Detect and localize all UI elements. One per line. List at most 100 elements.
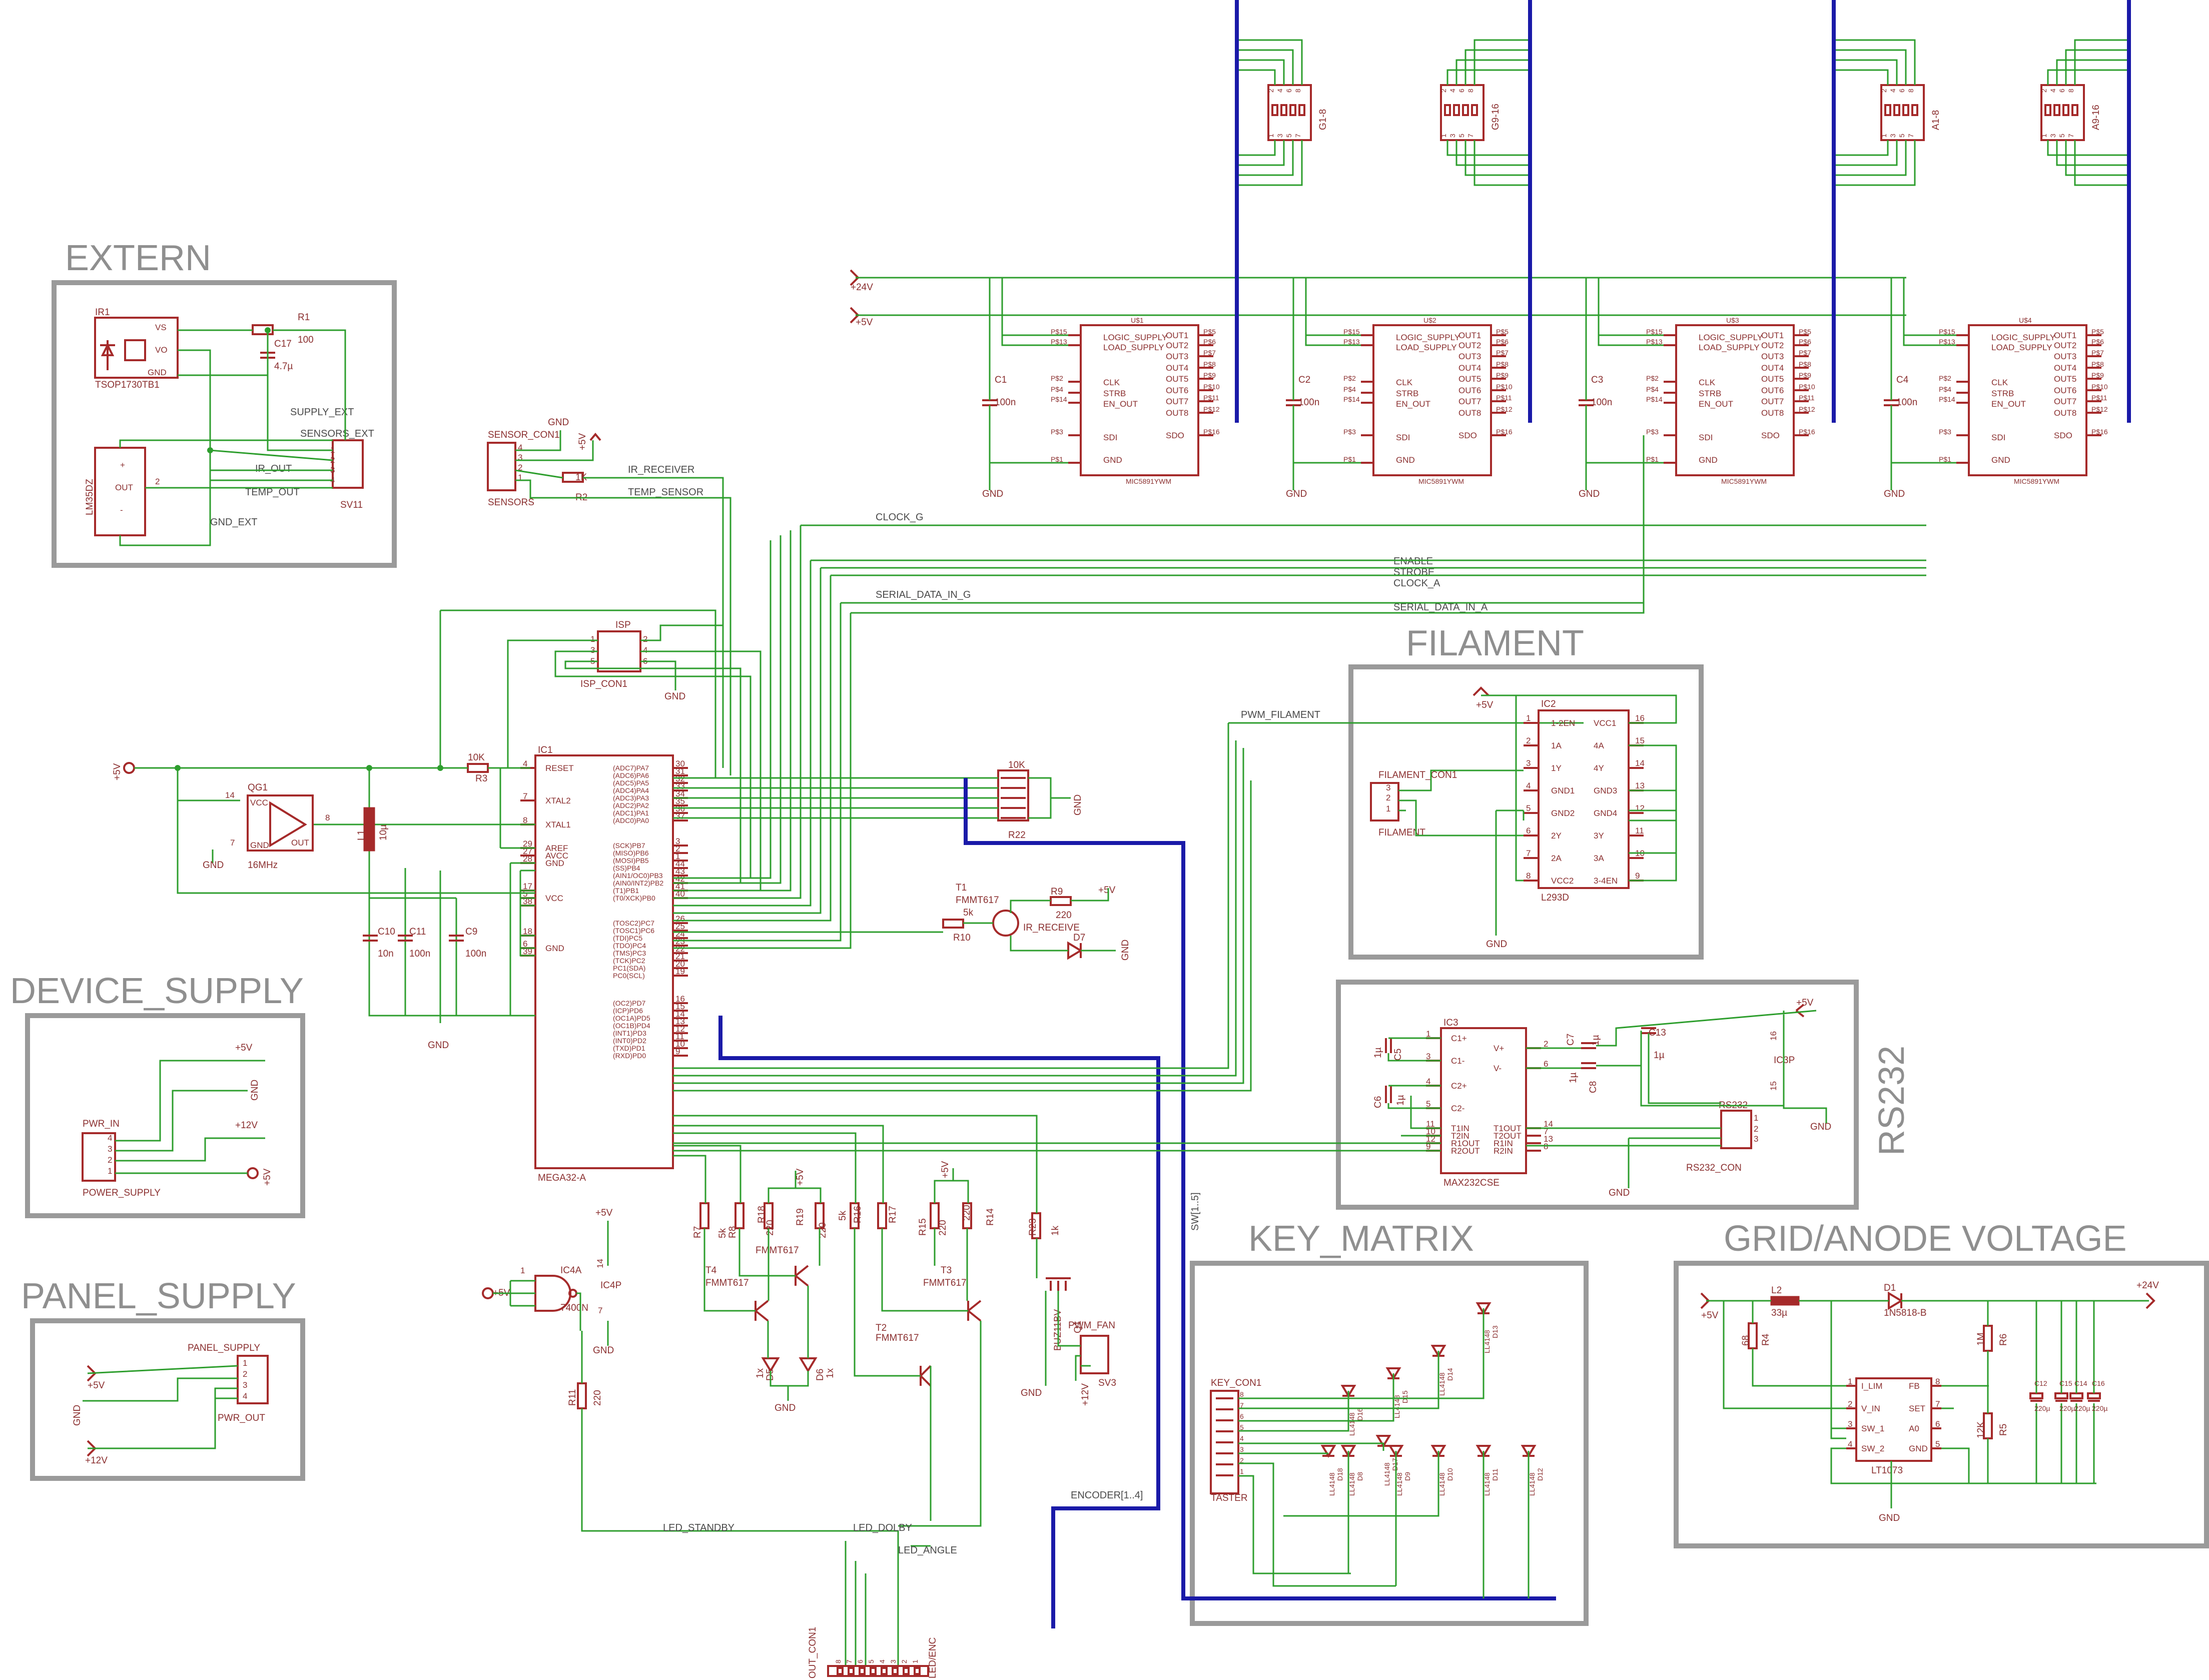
driver-pin-name: SDO	[1761, 431, 1780, 440]
driver-pin-number: P$6	[1203, 338, 1216, 346]
driver-pin-number: P$3	[1343, 428, 1356, 436]
rs232-title: RS232	[1872, 1046, 1912, 1156]
svg-text:8: 8	[325, 813, 330, 822]
panel-supply: PANEL_SUPPLY PWR_OUT 1 2 3 4 +5V GND +12…	[72, 1343, 269, 1466]
driver-pin-number: P$15	[1343, 328, 1360, 336]
svg-text:GND: GND	[250, 1080, 260, 1101]
grid-cap-body	[2029, 1392, 2043, 1399]
mcu-pin-number: 27	[523, 847, 532, 856]
out-connector-pad	[870, 1667, 877, 1675]
driver-pin-name: EN_OUT	[1103, 399, 1138, 409]
svg-text:MAX232CSE: MAX232CSE	[1443, 1178, 1500, 1188]
svg-text:GND: GND	[775, 1403, 796, 1413]
svg-text:PWR_IN: PWR_IN	[83, 1119, 120, 1129]
svg-text:FILAMENT: FILAMENT	[1378, 827, 1425, 838]
lt1073-pin-number: 5	[1935, 1439, 1940, 1449]
svg-text:IC4P: IC4P	[600, 1280, 621, 1291]
mcu-pin-number: 2	[675, 844, 680, 854]
max232-pin-number: 6	[1544, 1059, 1548, 1069]
out-connector-pad	[903, 1667, 910, 1675]
svg-text:3: 3	[1386, 783, 1390, 792]
svg-text:220: 220	[1056, 910, 1072, 921]
rs232-frame	[1336, 980, 1859, 1210]
svg-text:R9: R9	[1051, 887, 1063, 897]
svg-text:2: 2	[155, 477, 160, 486]
max232-pin-name: R2OUT	[1451, 1146, 1480, 1156]
svg-text:16MHz: 16MHz	[248, 860, 278, 871]
svg-text:T3: T3	[941, 1265, 952, 1276]
max232-pin-number: 3	[1426, 1052, 1430, 1061]
svg-text:R6: R6	[1998, 1334, 2009, 1346]
mcu-pin-name: (OC1B)PD4	[613, 1022, 650, 1030]
svg-text:3: 3	[243, 1380, 247, 1390]
mcu-pin-number: 39	[523, 947, 532, 956]
svg-text:+5V: +5V	[940, 1161, 951, 1178]
key-connector-pin: 2	[1240, 1456, 1244, 1464]
svg-text:R1: R1	[298, 312, 310, 323]
svg-text:C13: C13	[1649, 1028, 1666, 1038]
l293d-pin-number: 12	[1635, 803, 1645, 813]
driver-pin-name: OUT4	[1761, 363, 1784, 373]
svg-text:CLOCK_G: CLOCK_G	[876, 512, 924, 523]
driver-pin-name: OUT5	[2054, 374, 2076, 384]
driver-pin-name: SDI	[1103, 433, 1117, 442]
out-connector-pad	[837, 1667, 844, 1675]
svg-text:220: 220	[765, 1220, 776, 1236]
mcu-pin-number: 17	[523, 882, 532, 891]
grid-connector-body	[1440, 84, 1485, 141]
svg-text:+5V: +5V	[595, 1208, 613, 1218]
driver-pin-number: P$5	[1799, 328, 1811, 336]
svg-text:3: 3	[108, 1144, 112, 1154]
mcu-pin-number: 37	[675, 811, 685, 821]
grid-connector-pad	[1298, 104, 1305, 116]
mcu-pin-number: 8	[523, 815, 527, 825]
driver-pin-number: P$4	[1343, 385, 1356, 393]
svg-text:3: 3	[1754, 1134, 1758, 1144]
svg-text:POWER_SUPPLY: POWER_SUPPLY	[83, 1188, 161, 1198]
mcu-pin-name: (SS)PB4	[613, 864, 640, 872]
driver-pin-name: STRB	[1103, 389, 1126, 398]
mcu-pin-number: 11	[675, 1032, 684, 1041]
svg-text:1µ: 1µ	[1568, 1072, 1579, 1083]
l293d-pin-number: 6	[1526, 826, 1531, 835]
svg-text:GND_EXT: GND_EXT	[210, 517, 257, 528]
grid-connector-pad	[1893, 104, 1900, 116]
svg-text:FMMT617: FMMT617	[956, 895, 999, 906]
out-connector-pad	[892, 1667, 899, 1675]
grid-connector-wires	[1834, 39, 1916, 186]
driver-pin-name: LOGIC_SUPPLY	[1699, 333, 1763, 342]
svg-text:4: 4	[243, 1391, 247, 1401]
svg-text:SERIAL_DATA_IN_A: SERIAL_DATA_IN_A	[1393, 602, 1488, 613]
key-diode-name: D10	[1446, 1468, 1454, 1481]
grid-connector-pad	[2044, 104, 2051, 116]
svg-text:5k: 5k	[717, 1228, 728, 1238]
svg-text:7: 7	[598, 1306, 602, 1315]
mcu-pin-number: 12	[675, 1024, 685, 1034]
svg-text:C6: C6	[1373, 1096, 1383, 1108]
svg-text:R5: R5	[1998, 1424, 2009, 1436]
svg-text:+12V: +12V	[235, 1120, 258, 1131]
driver-pin-name: OUT2	[2054, 341, 2076, 350]
l293d-body	[1538, 709, 1630, 889]
mcu-pin-number: 38	[523, 897, 532, 906]
svg-text:7400N: 7400N	[560, 1303, 588, 1313]
lt1073-pin-name: SW_1	[1861, 1424, 1884, 1433]
svg-text:IC4A: IC4A	[560, 1265, 582, 1276]
l293d-pin-number: 14	[1635, 758, 1645, 768]
svg-text:SENSORS_EXT: SENSORS_EXT	[300, 428, 374, 439]
key-diode-name: D9	[1403, 1472, 1411, 1481]
svg-text:16: 16	[1769, 1031, 1778, 1041]
grid-connector-pin: 7	[2067, 134, 2075, 138]
svg-text:R3: R3	[475, 773, 487, 784]
max232-pin-number: 9	[1426, 1142, 1430, 1151]
svg-text:100n: 100n	[409, 949, 430, 959]
driver-pin-name: EN_OUT	[1396, 399, 1430, 409]
key-diode-part: LL4148	[1483, 1472, 1491, 1496]
svg-text:GND: GND	[1879, 1513, 1900, 1523]
driver-wire	[1890, 278, 1956, 490]
key-diode-part: LL4148	[1483, 1330, 1491, 1353]
driver-pin-number: P$9	[2091, 371, 2104, 379]
key-diode-part: LL4148	[1528, 1472, 1536, 1496]
svg-text:+5V: +5V	[1476, 700, 1494, 710]
